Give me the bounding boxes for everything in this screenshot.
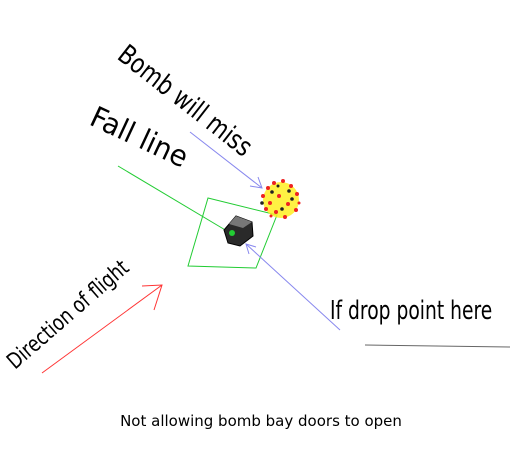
bomb-miss-pointer-line [189, 131, 263, 189]
label-direction-of-flight: Direction of flight [2, 255, 134, 374]
target-square [187, 197, 278, 269]
fall-line [117, 165, 233, 235]
bomb-miss-pointer-arrowhead [249, 176, 263, 189]
label-if-drop-point-here: If drop point here [330, 296, 492, 326]
arrow-icon [41, 284, 163, 374]
diagram-caption: Not allowing bomb bay doors to open [120, 412, 402, 430]
bomb-icon [223, 215, 254, 247]
drop-point-pointer-line [245, 243, 341, 331]
drop-point-pointer-arrowhead [245, 243, 257, 255]
explosion-icon [260, 179, 301, 219]
bomb-marker [229, 230, 235, 236]
drop-point-underline [364, 344, 511, 348]
